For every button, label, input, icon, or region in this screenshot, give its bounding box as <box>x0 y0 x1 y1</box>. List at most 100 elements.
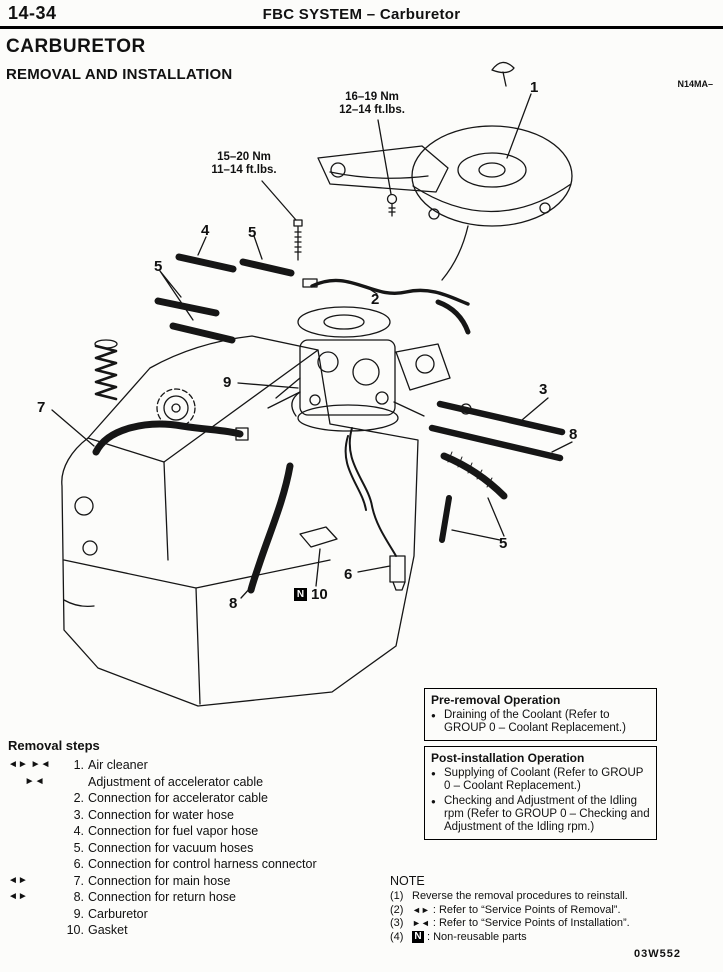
step-row-main-hose: ◄► 7. Connection for main hose <box>8 873 380 890</box>
callout-10-gasket: N 10 <box>294 586 328 603</box>
note-item-2: (2) ◄► : Refer to “Service Points of Rem… <box>390 904 720 917</box>
step-text: Gasket <box>88 923 128 937</box>
step-row-air-cleaner: ◄► ►◄ 1. Air cleaner <box>8 757 380 774</box>
post-installation-item: Checking and Adjustment of the Idling rp… <box>431 795 650 834</box>
pre-removal-item: Draining of the Coolant (Refer to GROUP … <box>431 709 650 735</box>
step-number: 1. <box>73 758 84 772</box>
step-row-cable-adjustment: ►◄ Adjustment of accelerator cable <box>8 774 380 791</box>
note-text: : Non-reusable parts <box>427 930 527 943</box>
torque-nm: 15–20 Nm <box>217 151 271 163</box>
service-point-symbols: ◄► <box>8 874 28 886</box>
step-number: 9. <box>73 906 84 921</box>
step-row-carburetor: 9. Carburetor <box>8 906 380 923</box>
bullet-text: Supplying of Coolant (Refer to GROUP 0 –… <box>444 767 644 792</box>
callout-5-vacuum-hose-c: 5 <box>499 535 508 552</box>
service-point-symbols <box>8 906 62 923</box>
removal-steps-heading: Removal steps <box>8 738 100 753</box>
step-text: Carburetor <box>88 906 148 921</box>
callout-5-vacuum-hose-a: 5 <box>248 224 257 241</box>
step-row-water-hose: 3. Connection for water hose <box>8 807 380 824</box>
step-number: 7. <box>73 873 84 888</box>
step-text: Connection for return hose <box>88 890 237 904</box>
step-row-accelerator-cable: 2. Connection for accelerator cable <box>8 790 380 807</box>
callout-9-carburetor: 9 <box>223 374 232 391</box>
step-text: Adjustment of accelerator cable <box>88 774 264 789</box>
step-number: 6. <box>73 857 84 871</box>
bullet-text: Draining of the Coolant (Refer to GROUP … <box>444 709 626 734</box>
step-number: 5. <box>73 840 84 855</box>
step-text: Connection for water hose <box>88 807 234 822</box>
note-number: (2) <box>390 903 404 916</box>
fastener-art <box>261 119 398 261</box>
note-item-4: (4) N : Non-reusable parts <box>390 931 720 944</box>
section-title: REMOVAL AND INSTALLATION <box>6 66 233 83</box>
torque-ftlbs: 12–14 ft.lbs. <box>339 103 405 116</box>
torque-spec-carburetor-bolt: 15–20 Nm 11–14 ft.lbs. <box>198 151 290 176</box>
callout-5-vacuum-hose-b: 5 <box>154 258 163 275</box>
service-point-symbols <box>8 807 62 824</box>
service-point-symbols <box>8 823 62 840</box>
pre-removal-operation-box: Pre-removal Operation Draining of the Co… <box>424 688 657 741</box>
left-hoses-art <box>94 235 295 401</box>
bullet-icon <box>431 767 444 793</box>
note-section: NOTE (1) Reverse the removal procedures … <box>390 874 720 943</box>
callout-3-water-hose: 3 <box>539 381 548 398</box>
note-text: : Refer to “Service Points of Removal”. <box>432 903 621 916</box>
step-row-return-hose: ◄► 8. Connection for return hose <box>8 889 380 906</box>
removal-symbol-icon: ◄► <box>412 904 430 915</box>
service-point-symbols <box>8 840 62 857</box>
note-heading: NOTE <box>390 874 425 888</box>
service-point-symbols: ►◄ <box>8 775 45 787</box>
callout-7-main-hose: 7 <box>37 399 46 416</box>
note-number: (3) <box>390 917 404 929</box>
torque-nm: 16–19 Nm <box>345 91 399 103</box>
callout-6-harness-connector: 6 <box>344 566 353 583</box>
callout-1-air-cleaner: 1 <box>530 79 539 96</box>
step-text: Air cleaner <box>88 758 148 772</box>
service-point-symbols: ◄► <box>8 891 28 902</box>
step-number: 2. <box>73 791 84 805</box>
callout-8-return-hose-right: 8 <box>569 426 578 443</box>
note-number: (1) <box>390 890 404 902</box>
lower-hoses-art <box>51 409 338 599</box>
harness-art <box>344 427 406 591</box>
torque-ftlbs: 11–14 ft.lbs. <box>211 163 277 176</box>
bullet-text: Checking and Adjustment of the Idling rp… <box>444 795 650 833</box>
service-point-symbols <box>8 922 62 939</box>
page-title: CARBURETOR <box>6 36 146 57</box>
engine-block-art <box>61 335 419 707</box>
bullet-icon <box>431 795 444 834</box>
page-number: 14-34 <box>8 3 57 23</box>
note-number: (4) <box>390 930 404 943</box>
non-reusable-icon: N <box>412 931 424 943</box>
non-reusable-icon: N <box>294 588 307 601</box>
document-code: 03W552 <box>634 948 681 960</box>
step-text: Connection for main hose <box>88 873 231 888</box>
step-text: Connection for accelerator cable <box>88 791 268 805</box>
bullet-icon <box>431 709 444 735</box>
header-title: FBC SYSTEM – Carburetor <box>262 6 461 23</box>
removal-steps-list: Removal steps ◄► ►◄ 1. Air cleaner ►◄ Ad… <box>8 738 380 939</box>
step-number: 10. <box>66 923 84 937</box>
step-text: Connection for vacuum hoses <box>88 840 254 855</box>
step-number: 4. <box>73 824 84 838</box>
service-point-symbols <box>8 790 62 807</box>
step-row-gasket: 10. Gasket <box>8 922 380 939</box>
carburetor-art <box>237 306 451 432</box>
installation-symbol-icon: ►◄ <box>412 918 430 928</box>
note-text: Reverse the removal procedures to reinst… <box>412 890 628 902</box>
step-number: 3. <box>73 807 84 822</box>
callout-2-accelerator-cable: 2 <box>371 291 380 308</box>
step-row-fuel-vapor-hose: 4. Connection for fuel vapor hose <box>8 823 380 840</box>
torque-spec-air-cleaner-bolt: 16–19 Nm 12–14 ft.lbs. <box>326 91 418 116</box>
header-rule <box>0 26 723 29</box>
post-installation-title: Post-installation Operation <box>431 751 585 765</box>
note-item-3: (3) ►◄ : Refer to “Service Points of Ins… <box>390 917 720 930</box>
pre-removal-title: Pre-removal Operation <box>431 693 561 707</box>
callout-8-return-hose-left: 8 <box>229 595 238 612</box>
callout-4-fuel-vapor-hose: 4 <box>201 222 210 239</box>
reference-code: N14MA– <box>677 79 713 89</box>
step-number: 8. <box>73 890 84 904</box>
post-installation-operation-box: Post-installation Operation Supplying of… <box>424 746 657 840</box>
